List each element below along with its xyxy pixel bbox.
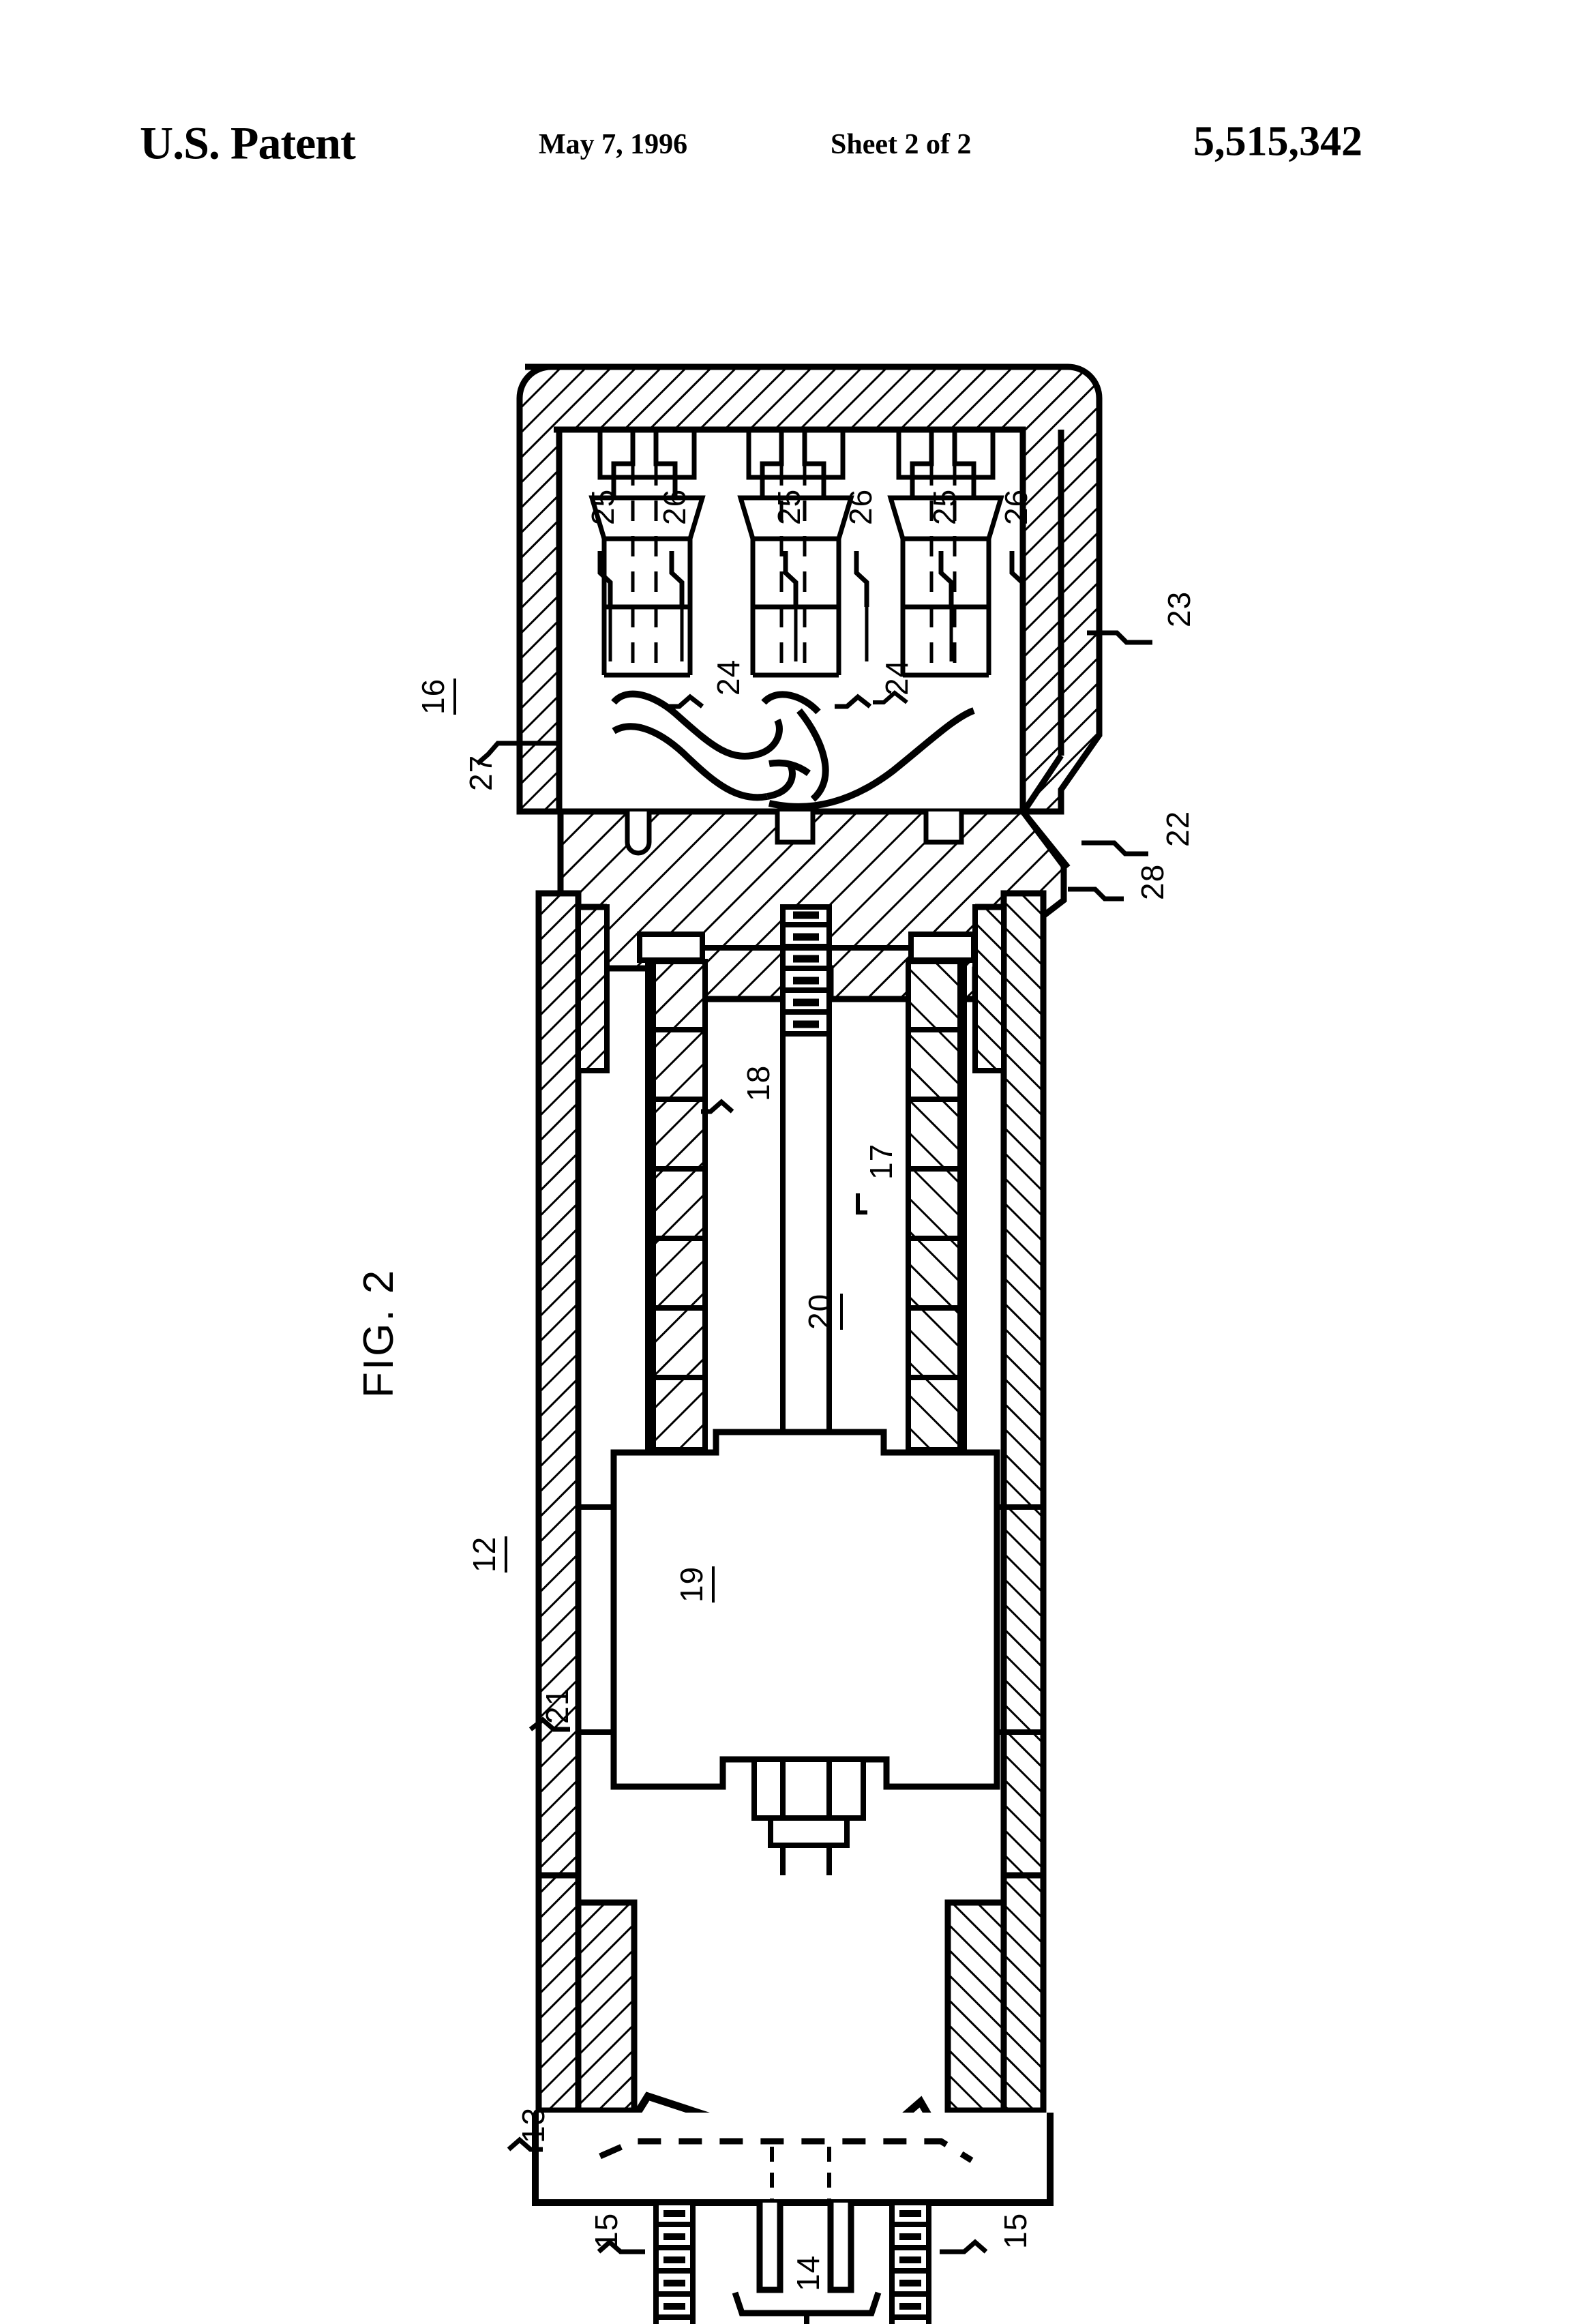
ref-numeral-25-a: 25 bbox=[585, 488, 621, 525]
ref-numeral-12: 12 bbox=[466, 1536, 507, 1573]
ref-numeral-24-b: 24 bbox=[879, 659, 914, 696]
sheet-indicator: Sheet 2 of 2 bbox=[831, 129, 972, 160]
ref-numeral-15-left: 15 bbox=[588, 2212, 624, 2249]
ref-numeral-16: 16 bbox=[415, 678, 456, 715]
patent-date: May 7, 1996 bbox=[539, 129, 688, 160]
patent-number: 5,515,342 bbox=[1193, 118, 1362, 165]
ref-numeral-26-a: 26 bbox=[657, 488, 692, 525]
ref-numeral-18: 18 bbox=[741, 1064, 776, 1101]
ref-numeral-14: 14 bbox=[790, 2254, 826, 2291]
ref-numeral-20: 20 bbox=[801, 1293, 843, 1330]
ref-numeral-17: 17 bbox=[863, 1143, 899, 1180]
figure-title: FIG. 2 bbox=[355, 1268, 402, 1398]
ref-numeral-23: 23 bbox=[1161, 591, 1197, 627]
ref-numeral-21: 21 bbox=[539, 1687, 575, 1724]
ref-numeral-19: 19 bbox=[673, 1566, 715, 1603]
ref-numeral-22: 22 bbox=[1160, 810, 1195, 847]
ref-numeral-15-right: 15 bbox=[998, 2212, 1033, 2249]
patent-office-title: U.S. Patent bbox=[140, 117, 356, 169]
cross-section-diagram bbox=[475, 363, 1152, 2324]
figure-2-drawing: FIG. 2 25 26 25 26 25 26 23 16 27 24 24 … bbox=[0, 225, 1582, 2324]
ref-numeral-27: 27 bbox=[463, 754, 498, 791]
patent-header: U.S. Patent May 7, 1996 Sheet 2 of 2 5,5… bbox=[0, 0, 1582, 225]
ref-numeral-26-b: 26 bbox=[843, 488, 878, 525]
ref-numeral-24-a: 24 bbox=[711, 659, 746, 696]
ref-numeral-25-b: 25 bbox=[771, 488, 807, 525]
ref-numeral-28: 28 bbox=[1135, 863, 1170, 900]
ref-numeral-26-c: 26 bbox=[998, 488, 1034, 525]
ref-numeral-13: 13 bbox=[516, 2106, 551, 2143]
ref-numeral-25-c: 25 bbox=[927, 488, 962, 525]
